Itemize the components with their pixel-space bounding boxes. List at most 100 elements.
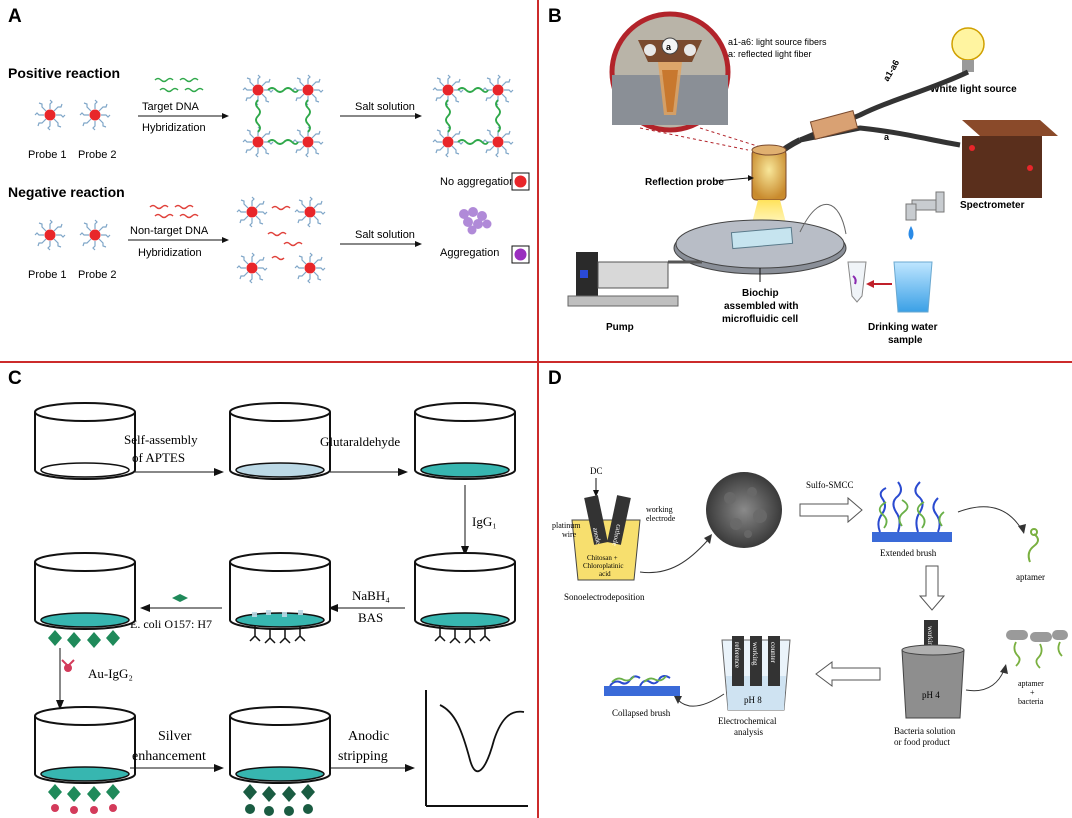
spectrometer-label: Spectrometer [960, 200, 1025, 211]
biochip [730, 226, 794, 250]
au-igg2-icon [61, 659, 75, 672]
negative-network [236, 196, 326, 284]
ph4-label: pH 4 [922, 690, 940, 700]
counter-electrode [768, 636, 780, 686]
chitosan-line1: Chitosan + [587, 554, 618, 562]
aptamer-bacteria-line1: aptamer [1018, 679, 1044, 688]
reference-label: reference [733, 642, 741, 668]
working-label-bacteria: working [926, 626, 934, 650]
biochip-label-line3: microfluidic cell [722, 314, 798, 325]
self-assembly-label-line1: Self-assembly [124, 432, 198, 447]
ecoli-label: E. coli O157: H7 [130, 617, 212, 631]
extended-brush-label: Extended brush [880, 548, 937, 558]
extended-brush-substrate [872, 532, 952, 542]
fiber-legend-line2: a: reflected light fiber [728, 49, 812, 59]
probe1-label-negative: Probe 1 [28, 269, 67, 281]
reflection-probe-label: Reflection probe [645, 177, 724, 188]
panel-c: C Self-assembly of APTES Glutaraldehyde … [8, 368, 528, 816]
panel-c-letter: C [8, 368, 22, 389]
electrochem-label-line1: Electrochemical [718, 716, 777, 726]
positive-result-network [432, 74, 514, 158]
aggregate-cluster [459, 207, 492, 235]
working-electrode-line1: working [646, 505, 673, 514]
panel-d-letter: D [548, 368, 562, 389]
non-target-dna-strands [149, 204, 199, 219]
chitosan-line3: acid [599, 570, 611, 578]
working-label-analysis: working [751, 642, 759, 666]
spectrometer-box [962, 120, 1058, 198]
ecoli-diamond-icon [172, 594, 188, 602]
drinking-water-label-line2: sample [888, 335, 923, 346]
bacteria-label-line2: or food product [894, 737, 950, 747]
bacteria-label-line1: Bacteria solution [894, 726, 956, 736]
no-aggregation-label: No aggregation [440, 176, 515, 188]
aptamer-label: aptamer [1016, 572, 1045, 582]
nabh4-label: NaBH₄ [352, 588, 390, 603]
positive-reaction-title: Positive reaction [8, 65, 120, 81]
dc-label: DC [590, 466, 603, 476]
au-igg2-label: Au-IgG₂ [88, 666, 133, 681]
sulfo-smcc-label: Sulfo-SMCC [806, 480, 854, 490]
aptamer-bacteria-line2: + [1030, 688, 1035, 697]
panel-d: D DC anode cathode platinum wire working… [548, 368, 1068, 747]
self-assembly-label-line2: of APTES [132, 450, 185, 465]
silver-label-line2: enhancement [132, 749, 206, 764]
salt-solution-label-negative: Salt solution [355, 229, 415, 241]
positive-probes [34, 99, 111, 131]
aptamer-icon [1027, 528, 1039, 563]
sem-image [706, 472, 782, 548]
cathode-electrode [607, 495, 631, 545]
fiber-a1-a6-label: a1-a6 [881, 58, 901, 83]
probe1-label-positive: Probe 1 [28, 149, 67, 161]
hybridization-label-negative: Hybridization [138, 247, 202, 259]
panel-b-letter: B [548, 6, 562, 27]
white-light-label: White light source [930, 84, 1017, 95]
platinum-label-line1: platinum [552, 521, 581, 530]
aptamer-bacteria-icon [1006, 630, 1068, 669]
sample-tube-icon [847, 261, 867, 303]
silver-label-line1: Silver [158, 729, 192, 744]
probe-inset: a [609, 11, 731, 133]
electrochem-label-line2: analysis [734, 727, 763, 737]
hybridization-label-positive: Hybridization [142, 122, 206, 134]
panel-b: B a a1-a6: light source fibers a: reflec… [548, 6, 1058, 346]
counter-label: counter [769, 642, 777, 664]
anode-electrode [584, 495, 608, 545]
probe2-label-negative: Probe 2 [78, 269, 117, 281]
tap-icon [905, 191, 945, 240]
aggregation-label: Aggregation [440, 247, 499, 259]
drinking-water-label-line1: Drinking water [868, 322, 938, 333]
biochip-label-line2: assembled with [724, 301, 798, 312]
fiber-legend-line1: a1-a6: light source fibers [728, 37, 827, 47]
pump-label: Pump [606, 322, 634, 333]
aptamer-bacteria-line3: bacteria [1018, 697, 1044, 706]
inset-fiber-label: a [666, 42, 672, 52]
target-dna-strands [154, 77, 204, 93]
panel-a: A Positive reaction Probe 1 Probe 2 Targ… [8, 6, 530, 284]
negative-probes [34, 219, 111, 251]
positive-network [242, 74, 324, 158]
reflection-probe [751, 149, 787, 201]
working-electrode-line2: electrode [646, 514, 676, 523]
anode-label: anode [591, 527, 602, 545]
fiber-a-label: a [884, 132, 890, 142]
collapsed-brush-substrate [604, 686, 680, 696]
platinum-label-line2: wire [562, 530, 577, 539]
water-glass-icon [893, 261, 933, 313]
stripping-curve [425, 690, 528, 807]
collapsed-brush-label: Collapsed brush [612, 708, 671, 718]
probe2-label-positive: Probe 2 [78, 149, 117, 161]
bas-label: BAS [358, 610, 383, 625]
working-electrode-analysis [750, 636, 762, 686]
negative-reaction-title: Negative reaction [8, 184, 125, 200]
chitosan-line2: Chloroplatinic [583, 562, 623, 570]
bacteria-beaker [901, 649, 965, 719]
glutaraldehyde-label: Glutaraldehyde [320, 434, 400, 449]
ph8-label: pH 8 [744, 695, 762, 705]
anodic-label-line2: stripping [338, 749, 388, 764]
reference-electrode [732, 636, 744, 686]
salt-solution-label-positive: Salt solution [355, 101, 415, 113]
pump [567, 252, 702, 307]
biochip-label-line1: Biochip [742, 288, 779, 299]
